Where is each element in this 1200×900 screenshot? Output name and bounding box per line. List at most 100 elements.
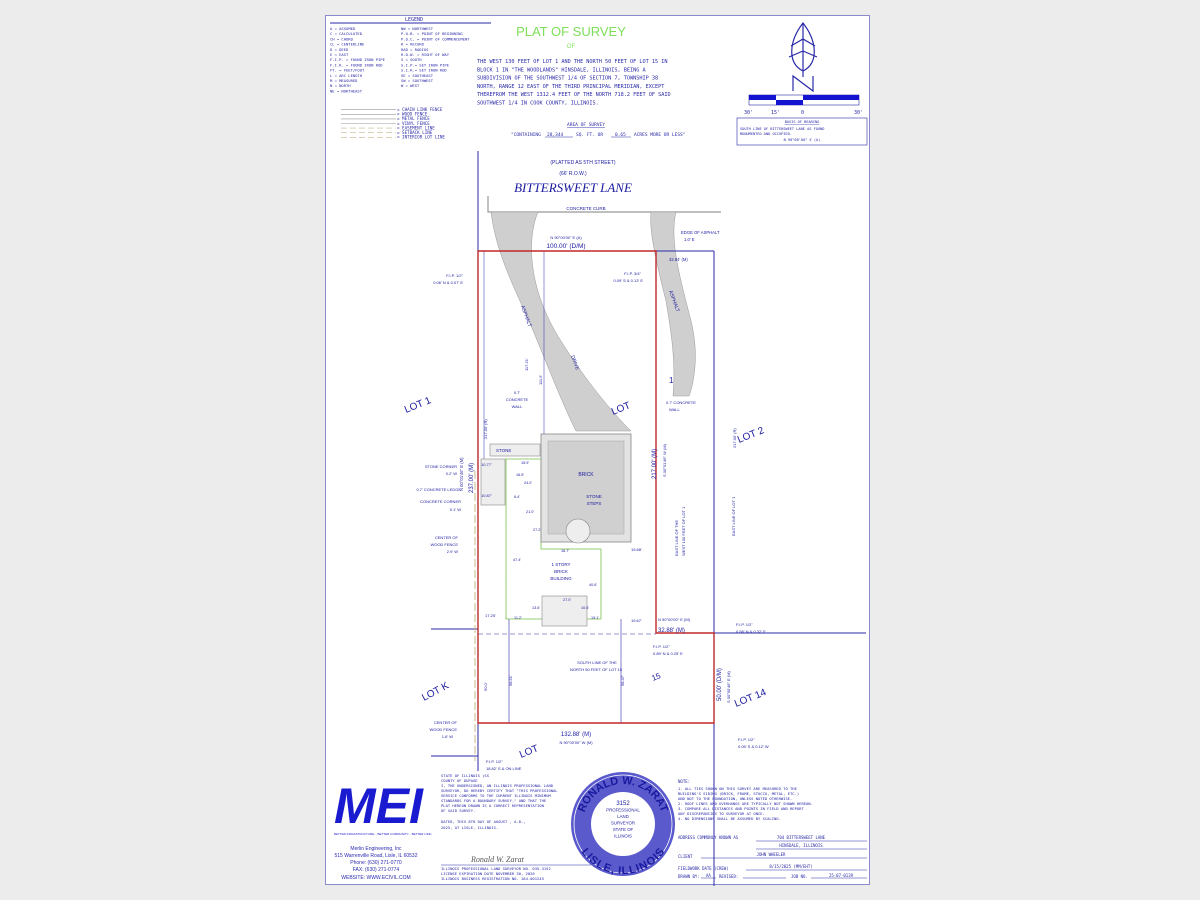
- certificate-place: 2025, AT LISLE, ILLINOIS.: [441, 825, 498, 830]
- fip-se-label: 0.05' S & 0.12' W: [738, 744, 769, 749]
- bldg-label: 1 STORY: [551, 562, 570, 567]
- legend-line-label: = INTERIOR LOT LINE: [397, 135, 445, 140]
- stone-steps-label: STEPS: [587, 501, 602, 506]
- stone-steps-area: [565, 518, 591, 544]
- legend-item: SE = SOUTHEAST: [401, 73, 434, 78]
- legal-description: THE WEST 130 FEET OF LOT 1 AND THE NORTH…: [477, 59, 671, 107]
- client-value: JOHN WHEELER: [757, 852, 786, 857]
- area-suffix: ACRES MORE OR LESS": [634, 132, 685, 138]
- lotk-label: LOT K: [420, 680, 451, 703]
- fip-sw-label: 18.82' S & ON LINE: [486, 766, 522, 771]
- lot-lines: [431, 151, 866, 886]
- lot-center-label: LOT: [610, 400, 632, 417]
- certificate-line: I, THE UNDERSIGNED, AN ILLINOIS PROFESSI…: [441, 783, 554, 788]
- notes: NOTE:1. ALL TIES SHOWN ON THIS SURVEY AR…: [678, 779, 813, 821]
- legend-item: A = ASSUMED: [330, 26, 356, 31]
- legend-item: S = SOUTH: [401, 57, 422, 62]
- description-line: THEREFROM THE WEST 1312.4 FEET OF THE NO…: [477, 92, 671, 98]
- scale-bar: 30' 15' 0 30': [744, 94, 863, 116]
- legend-item: F.I.R. = FOUND IRON ROD: [330, 62, 383, 67]
- edge-asphalt-label: EDGE OF ASPHALT: [681, 230, 720, 235]
- building-dimension: 40.6': [589, 583, 597, 587]
- plat-title: PLAT OF SURVEY: [516, 24, 626, 39]
- concrete-corner-label: CONCRETE CORNER: [420, 499, 461, 504]
- license-line: ILLINOIS BUSINESS REGISTRATION NO. 184-0…: [441, 876, 544, 881]
- company-address: 515 Warrenville Road, Lisle, IL 60532: [334, 853, 417, 859]
- bearing-heading: BASIS OF BEARING: [785, 120, 820, 124]
- property-boundary: [477, 250, 715, 724]
- legend-item: N = NORTH: [330, 83, 351, 88]
- lot15-label: 15: [650, 671, 662, 683]
- wood-fence2-label: CENTER OF: [434, 720, 458, 725]
- fip-e-label: 0.58' N & 0.32' E: [736, 629, 766, 634]
- legend-item: S.I.R.= SET IRON ROD: [401, 68, 447, 73]
- job-value: 25-07-0139: [829, 873, 854, 878]
- legend-line-label: = VINYL FENCE: [397, 121, 430, 126]
- seal-text: SURVEYOR: [611, 821, 635, 826]
- area-statement: "CONTAINING 28,344 SQ. FT. OR 0.65 ACRES…: [511, 132, 685, 138]
- dim-500-label: 50.0': [483, 682, 488, 691]
- area-sqft: 28,344: [547, 132, 564, 138]
- north-arrow-icon: [788, 22, 818, 93]
- fip-mid-label: F.I.P. 1/2": [653, 644, 670, 649]
- stone-area: [480, 458, 506, 506]
- legend-item: R.O.W. = RIGHT OF WAY: [401, 52, 450, 57]
- drawn-label: DRAWN BY:: [678, 874, 700, 879]
- building-dimension: 27.0': [563, 598, 571, 602]
- company-website: WEBSITE: WWW.ECIVIL.COM: [341, 875, 410, 881]
- company-name: Merlin Engineering, Inc: [350, 846, 402, 852]
- bearing-line: MONUMENTED AND OCCUPIED.: [740, 132, 792, 136]
- west-rec-label: 217.00' (R): [483, 419, 488, 439]
- west-bearing-label: N 00°01'46" E (M): [459, 457, 464, 491]
- seal-text: 3152: [616, 801, 630, 807]
- wood-fence2-label: 1.6' W: [442, 734, 453, 739]
- ledge-label: 0.7' CONCRETE LEDGE: [416, 487, 461, 492]
- note-line: 2. ROOF LINES AND OVERHANGS ARE TYPICALL…: [678, 801, 813, 806]
- bldg-label: BRICK: [554, 569, 568, 574]
- wood-fence2-label: WOOD FENCE: [429, 727, 457, 732]
- area-heading: AREA OF SURVEY: [567, 122, 605, 128]
- seal-text: STATE OF: [613, 827, 634, 832]
- surveyor-seal: RONALD W. ZARAT LISLE, ILLINOIS 3152PROF…: [571, 772, 675, 877]
- note-line: BUILDING'S SIDING (BRICK, FRAME, STUCCO,…: [678, 791, 799, 796]
- description-line: BLOCK 1 IN "THE WOODLANDS" HINSDALE, ILL…: [477, 67, 647, 73]
- building-dimension: 19.1': [591, 616, 599, 620]
- lot14-label: LOT 14: [733, 687, 768, 710]
- scale-label: 30': [744, 110, 753, 116]
- description-line: SOUTHWEST 1/4 IN COOK COUNTY, ILLINOIS.: [477, 101, 599, 107]
- description-line: SUBDIVISION OF THE SOUTHWEST 1/4 OF SECT…: [477, 76, 658, 82]
- wall-left-label: WALL: [512, 404, 524, 409]
- street-name: BITTERSWEET LANE: [514, 180, 632, 195]
- legend-line-label: = METAL FENCE: [397, 116, 430, 121]
- fip-nw-label: 0.06' N & 0.07' E: [433, 280, 463, 285]
- note-line: 1. ALL TIES SHOWN ON THIS SURVEY ARE MEA…: [678, 786, 798, 791]
- description-line: NORTH, RANGE 12 EAST OF THE THIRD PRINCI…: [477, 84, 664, 90]
- legend-item: P.O.C. = POINT OF COMMENCEMENT: [401, 36, 470, 41]
- dim-117-label: 117.21': [524, 358, 529, 371]
- legend-item: SW = SOUTHWEST: [401, 78, 434, 83]
- building-dimension: 13.6': [532, 606, 540, 610]
- address-line2: HINSDALE, ILLINOIS: [779, 843, 823, 848]
- legend-item: D = DEED: [330, 47, 349, 52]
- certificate-line: SURVEYOR, DO HEREBY CERTIFY THAT "THIS P…: [441, 788, 558, 793]
- fip-e-label: F.I.P. 1/2": [736, 622, 753, 627]
- legend-item: RAD = RADIUS: [401, 47, 429, 52]
- certificate-line: SERVICE CONFORMS TO THE CURRENT ILLINOIS…: [441, 793, 551, 798]
- note-line: 3. COMPARE ALL DISTANCES AND POINTS IN F…: [678, 806, 804, 811]
- bearing-line: SOUTH LINE OF BITTERSWEET LANE AS FOUND: [740, 127, 824, 131]
- legend-item: P.O.B. = POINT OF BEGINNING: [401, 31, 463, 36]
- address-line1: 704 BITTERSWEET LANE: [777, 835, 826, 840]
- lot-bottom-label: LOT: [518, 743, 540, 760]
- seal-text: LAND: [617, 814, 628, 819]
- area-acres: 0.65: [615, 132, 626, 138]
- street-row: (66' R.O.W.): [559, 171, 587, 177]
- note-line: ANY DISCREPANCIES TO SURVEYOR AT ONCE.: [678, 811, 765, 816]
- bottom-bearing-label: N 90°00'00" W (M): [559, 740, 593, 745]
- legend-item: FT. = FEET/FOOT: [330, 68, 365, 73]
- building-dimension: 24.0': [524, 481, 532, 485]
- plat-of: OF: [567, 44, 576, 50]
- asphalt-driveway: [490, 211, 632, 432]
- company-phone: Phone: (630) 271-0770: [350, 860, 402, 866]
